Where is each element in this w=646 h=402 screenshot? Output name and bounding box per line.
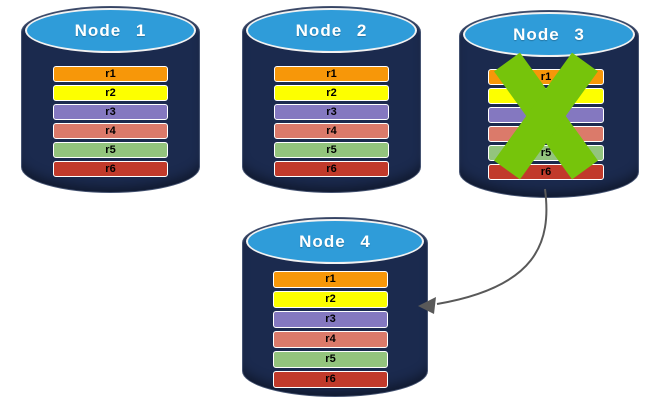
replica-row: r3 xyxy=(53,104,168,120)
node-3-cylinder: Node 3 r1 r2 r3 r4 r5 r6 xyxy=(459,10,639,198)
replica-row: r1 xyxy=(273,271,388,288)
replica-row: r6 xyxy=(273,371,388,388)
node-4-cap: Node 4 xyxy=(246,219,424,264)
replica-row: r4 xyxy=(274,123,389,139)
replica-row: r2 xyxy=(274,85,389,101)
node-2-title: Node 2 xyxy=(295,20,368,40)
replica-row: r1 xyxy=(488,69,604,85)
replica-row: r3 xyxy=(488,107,604,123)
replica-row: r4 xyxy=(273,331,388,348)
replica-row: r2 xyxy=(488,88,604,104)
node-1-title: Node 1 xyxy=(74,20,147,40)
node-3-rows: r1 r2 r3 r4 r5 r6 xyxy=(488,69,604,180)
replica-row: r3 xyxy=(274,104,389,120)
replica-row: r5 xyxy=(274,142,389,158)
replica-row: r4 xyxy=(488,126,604,142)
replica-row: r5 xyxy=(488,145,604,161)
node-4-rows: r1 r2 r3 r4 r5 r6 xyxy=(273,271,388,388)
node-3-cap: Node 3 xyxy=(463,12,635,57)
replica-row: r2 xyxy=(273,291,388,308)
replica-row: r6 xyxy=(274,161,389,177)
replica-row: r5 xyxy=(273,351,388,368)
node-3-title: Node 3 xyxy=(513,24,585,44)
node-1-cylinder: Node 1 r1 r2 r3 r4 r5 r6 xyxy=(21,6,200,193)
replica-row: r5 xyxy=(53,142,168,158)
node-2-cylinder: Node 2 r1 r2 r3 r4 r5 r6 xyxy=(242,6,421,193)
arrow-curve xyxy=(436,188,548,305)
replica-row: r2 xyxy=(53,85,168,101)
replica-row: r3 xyxy=(273,311,388,328)
node-2-rows: r1 r2 r3 r4 r5 r6 xyxy=(274,66,389,177)
node-2-cap: Node 2 xyxy=(246,8,417,53)
replica-row: r6 xyxy=(488,164,604,180)
node-1-rows: r1 r2 r3 r4 r5 r6 xyxy=(53,66,168,177)
replica-row: r1 xyxy=(53,66,168,82)
replica-row: r6 xyxy=(53,161,168,177)
replica-row: r4 xyxy=(53,123,168,139)
replica-row: r1 xyxy=(274,66,389,82)
node-4-title: Node 4 xyxy=(299,231,371,251)
node-4-cylinder: Node 4 r1 r2 r3 r4 r5 r6 xyxy=(242,217,428,397)
node-1-cap: Node 1 xyxy=(25,8,196,53)
